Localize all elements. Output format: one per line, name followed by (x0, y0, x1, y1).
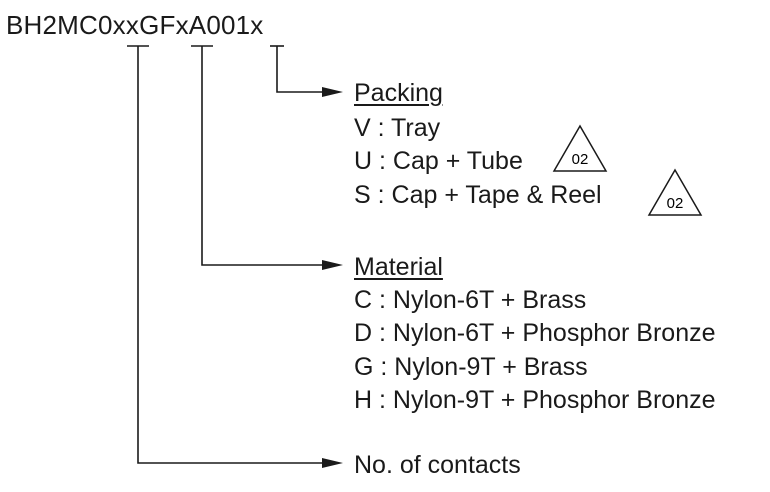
arrow-contacts (322, 458, 343, 468)
material-option-c: C : Nylon-6T + Brass (354, 286, 587, 314)
material-title: Material (354, 253, 443, 281)
contacts-title: No. of contacts (354, 451, 521, 479)
leader-material (201, 46, 322, 266)
revision-triangle-icon: 02 (647, 168, 703, 216)
packing-title: Packing (354, 79, 443, 107)
leader-contacts (137, 46, 322, 464)
packing-option-v: V : Tray (354, 114, 441, 142)
packing-option-s: S : Cap + Tape & Reel (354, 181, 602, 209)
arrow-material (322, 260, 343, 270)
material-option-h: H : Nylon-9T + Phosphor Bronze (354, 386, 716, 414)
material-option-g: G : Nylon-9T + Brass (354, 353, 588, 381)
material-option-d: D : Nylon-6T + Phosphor Bronze (354, 319, 716, 347)
revision-triangle-icon: 02 (552, 124, 608, 172)
revision-mark: 02 (667, 195, 684, 212)
revision-mark: 02 (572, 151, 589, 168)
leader-packing (276, 46, 322, 93)
arrow-packing (322, 87, 343, 97)
packing-option-u: U : Cap + Tube (354, 147, 523, 175)
part-number: BH2MC0xxGFxA001x (6, 10, 264, 40)
